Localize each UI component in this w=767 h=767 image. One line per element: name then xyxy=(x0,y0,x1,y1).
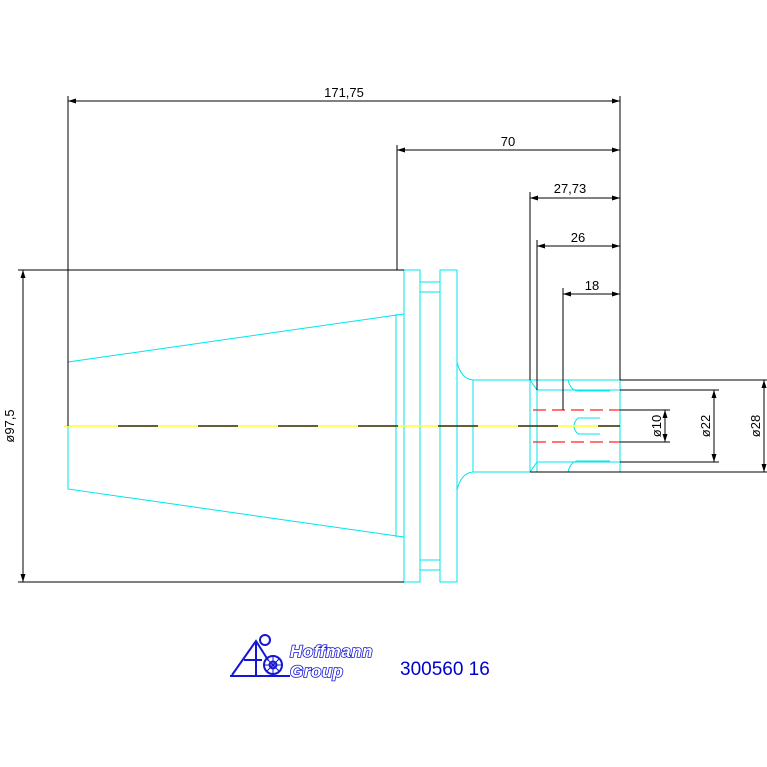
arrow-overall-left xyxy=(68,98,76,104)
hoffmann-group-logo: Hoffmann Group xyxy=(230,634,373,682)
arrow-70-right xyxy=(612,147,620,153)
arrow-overall-right xyxy=(612,98,620,104)
arrow-18-right xyxy=(612,291,620,297)
arrow-70-left xyxy=(397,147,405,153)
arrow-nut-top xyxy=(761,380,767,388)
dimension-labels: 171,75 70 27,73 26 18 ø97,5 ø10 ø22 ø28 xyxy=(2,85,763,443)
arrow-taper-bottom xyxy=(20,574,26,582)
collet-slot-top xyxy=(567,379,610,392)
arrow-bore-top xyxy=(662,410,668,418)
label-collet-length: 26 xyxy=(571,230,585,245)
label-clamp-length: 18 xyxy=(585,278,599,293)
arrow-26-left xyxy=(537,243,545,249)
nut-chamfer-bottom xyxy=(529,461,538,473)
arrow-27-right xyxy=(612,195,620,201)
logo-line-2: Group xyxy=(290,662,344,681)
part-number: 300560 16 xyxy=(400,659,490,680)
arrow-bore-bottom xyxy=(662,434,668,442)
label-bore-diameter: ø10 xyxy=(649,415,664,437)
collet-bore-lines xyxy=(533,409,620,443)
label-taper-diameter: ø97,5 xyxy=(2,409,17,442)
label-nut-diameter: ø28 xyxy=(748,415,763,437)
arrow-taper-top xyxy=(20,270,26,278)
label-flange-to-end: 70 xyxy=(501,134,515,149)
arrow-26-right xyxy=(612,243,620,249)
arrow-27-left xyxy=(530,195,538,201)
arrow-collet-top xyxy=(711,390,717,398)
nut-chamfer-top xyxy=(529,379,538,391)
arrow-collet-bottom xyxy=(711,454,717,462)
label-nut-length: 27,73 xyxy=(554,181,587,196)
arrowheads xyxy=(20,98,767,582)
hoffmann-group-logo-icon xyxy=(230,634,290,677)
dimension-lines xyxy=(18,96,767,583)
arrow-18-left xyxy=(563,291,571,297)
logo-line-1: Hoffmann xyxy=(290,642,373,661)
neck-lower-fillet xyxy=(456,471,474,491)
arrow-nut-bottom xyxy=(761,464,767,472)
collet-slot-bottom xyxy=(567,460,610,473)
label-overall-length: 171,75 xyxy=(324,85,364,100)
label-collet-diameter: ø22 xyxy=(698,415,713,437)
neck-upper-fillet xyxy=(456,361,474,381)
